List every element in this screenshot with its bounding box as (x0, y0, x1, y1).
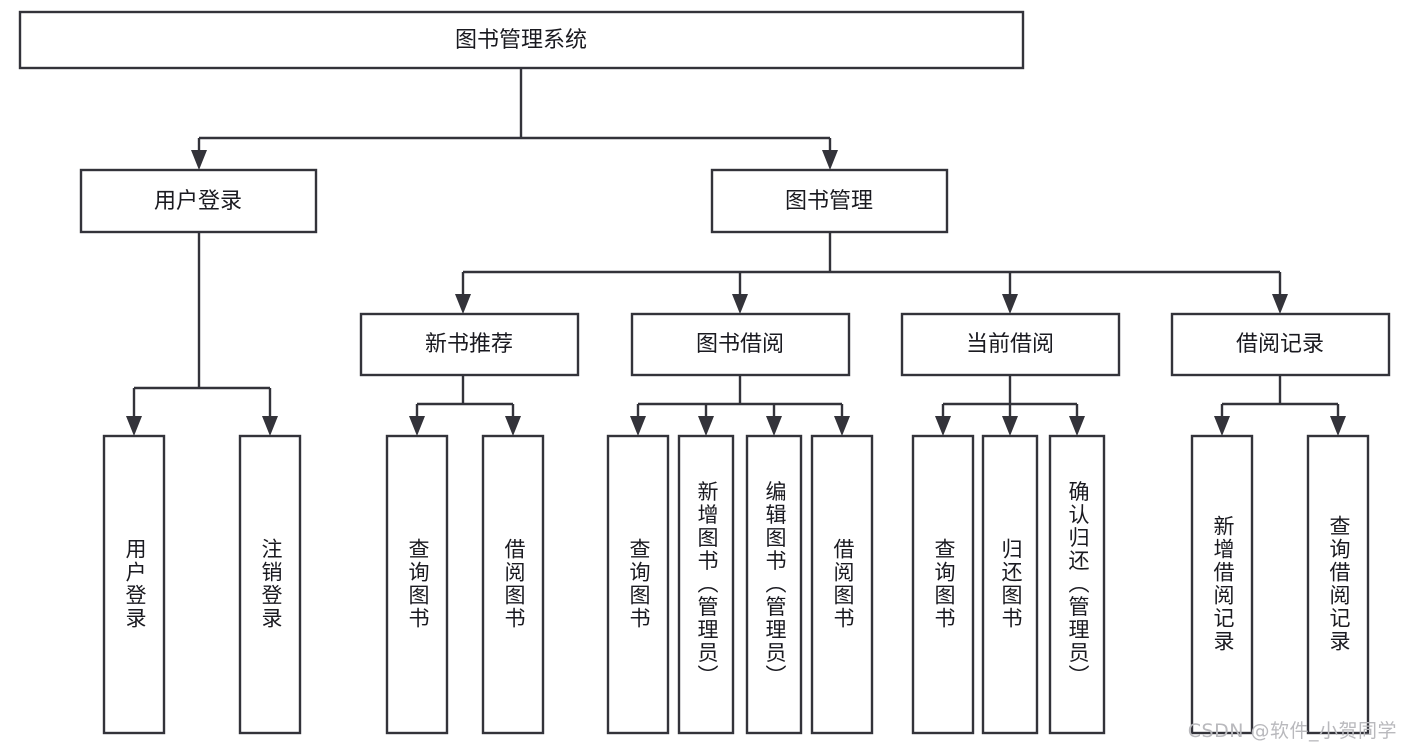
connector-book-borrow-to-leaves (630, 375, 850, 436)
node-leaf-borrow-book-2[interactable]: 借阅图书 (810, 434, 874, 735)
node-root[interactable]: 图书管理系统 (18, 10, 1025, 70)
node-user-login-label: 用户登录 (154, 189, 242, 214)
arrow-to-leaf-user-login (126, 416, 142, 436)
node-leaf-return-book[interactable]: 归还图书 (981, 434, 1039, 735)
node-leaf-return-book-label: 归还图书 (999, 538, 1023, 630)
node-leaf-logout-box (238, 434, 302, 735)
arrow-to-borrow-record (1272, 294, 1288, 314)
connector-user-login-to-leaves (126, 232, 278, 436)
node-leaf-borrow-book-1[interactable]: 借阅图书 (481, 434, 545, 735)
node-leaf-query-book-2[interactable]: 查询图书 (606, 434, 670, 735)
node-borrow-record-box (1170, 312, 1391, 377)
node-leaf-query-book-2-box (606, 434, 670, 735)
arrow-to-leaf-return-book (1002, 416, 1018, 436)
node-leaf-query-book-3[interactable]: 查询图书 (911, 434, 975, 735)
connector-borrow-record-to-leaves (1214, 375, 1346, 436)
arrow-to-user-login (191, 150, 207, 170)
node-leaf-add-book[interactable]: 新增图书（管理员） (677, 434, 735, 735)
node-leaf-confirm-return[interactable]: 确认归还（管理员） (1048, 434, 1106, 735)
node-book-borrow[interactable]: 图书借阅 (630, 312, 851, 377)
node-leaf-add-record[interactable]: 新增借阅记录 (1190, 434, 1254, 735)
node-leaf-add-book-box (677, 434, 735, 735)
node-leaf-user-login-label: 用户登录 (123, 538, 147, 630)
node-leaf-return-book-box (981, 434, 1039, 735)
node-borrow-record[interactable]: 借阅记录 (1170, 312, 1391, 377)
connector-current-borrow-to-leaves (935, 375, 1085, 436)
node-leaf-add-record-label: 新增借阅记录 (1211, 515, 1235, 653)
arrow-to-book-management (822, 150, 838, 170)
node-leaf-logout-label: 注销登录 (259, 538, 283, 630)
node-leaf-query-book-2-label: 查询图书 (627, 538, 651, 630)
arrow-to-leaf-confirm-return (1069, 416, 1085, 436)
node-leaf-query-record[interactable]: 查询借阅记录 (1306, 434, 1370, 735)
node-leaf-user-login-box (102, 434, 166, 735)
node-book-management[interactable]: 图书管理 (710, 168, 949, 234)
node-leaf-query-book-1[interactable]: 查询图书 (385, 434, 449, 735)
node-root-label: 图书管理系统 (455, 28, 587, 53)
node-book-management-label: 图书管理 (785, 189, 873, 214)
node-leaf-edit-book[interactable]: 编辑图书（管理员） (745, 434, 803, 735)
node-leaf-query-book-1-label: 查询图书 (406, 538, 430, 630)
node-leaf-edit-book-label: 编辑图书（管理员） (763, 481, 787, 688)
node-leaf-user-login[interactable]: 用户登录 (102, 434, 166, 735)
node-user-login[interactable]: 用户登录 (79, 168, 318, 234)
arrow-to-leaf-edit-book (766, 416, 782, 436)
connector-root-to-level2 (191, 68, 838, 170)
node-new-book-recommend-box (359, 312, 580, 377)
arrow-to-leaf-borrow-book-1 (505, 416, 521, 436)
arrow-to-leaf-query-book-2 (630, 416, 646, 436)
node-leaf-borrow-book-2-label: 借阅图书 (831, 538, 855, 630)
connector-new-book-recommend-to-leaves (409, 375, 521, 436)
node-leaf-confirm-return-box (1048, 434, 1106, 735)
node-new-book-recommend[interactable]: 新书推荐 (359, 312, 580, 377)
node-current-borrow[interactable]: 当前借阅 (900, 312, 1121, 377)
arrow-to-leaf-query-record (1330, 416, 1346, 436)
node-leaf-borrow-book-1-box (481, 434, 545, 735)
arrow-to-new-book-recommend (455, 294, 471, 314)
node-book-borrow-label: 图书借阅 (696, 332, 784, 357)
csdn-watermark: CSDN @软件_小贺同学 (1187, 720, 1397, 742)
arrow-to-leaf-query-book-3 (935, 416, 951, 436)
node-borrow-record-label: 借阅记录 (1236, 332, 1324, 357)
node-user-login-box (79, 168, 318, 234)
node-new-book-recommend-label: 新书推荐 (425, 332, 513, 357)
node-leaf-add-book-label: 新增图书（管理员） (695, 481, 719, 688)
node-leaf-logout[interactable]: 注销登录 (238, 434, 302, 735)
arrow-to-current-borrow (1002, 294, 1018, 314)
node-book-management-box (710, 168, 949, 234)
node-current-borrow-box (900, 312, 1121, 377)
node-leaf-query-record-box (1306, 434, 1370, 735)
node-leaf-query-book-1-box (385, 434, 449, 735)
node-leaf-edit-book-box (745, 434, 803, 735)
connector-book-management-to-level3 (455, 232, 1288, 314)
node-leaf-query-record-label: 查询借阅记录 (1327, 515, 1351, 653)
arrow-to-leaf-add-book (698, 416, 714, 436)
arrow-to-leaf-query-book-1 (409, 416, 425, 436)
arrow-to-leaf-borrow-book-2 (834, 416, 850, 436)
arrow-to-leaf-logout (262, 416, 278, 436)
arrow-to-leaf-add-record (1214, 416, 1230, 436)
node-current-borrow-label: 当前借阅 (966, 332, 1054, 357)
node-leaf-confirm-return-label: 确认归还（管理员） (1066, 481, 1090, 688)
node-leaf-borrow-book-1-label: 借阅图书 (502, 538, 526, 630)
node-leaf-borrow-book-2-box (810, 434, 874, 735)
node-book-borrow-box (630, 312, 851, 377)
arrow-to-book-borrow (732, 294, 748, 314)
node-leaf-add-record-box (1190, 434, 1254, 735)
node-leaf-query-book-3-box (911, 434, 975, 735)
node-leaf-query-book-3-label: 查询图书 (932, 538, 956, 630)
node-root-box (18, 10, 1025, 70)
